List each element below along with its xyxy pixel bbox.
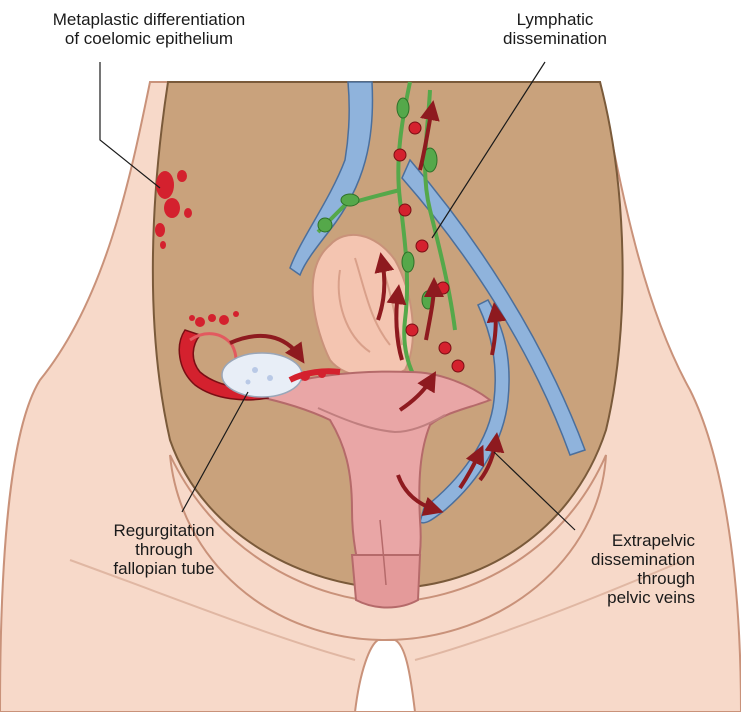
- label-regurgitation-line-1: Regurgitation: [94, 521, 234, 540]
- label-extrapelvic-line-4: pelvic veins: [520, 588, 695, 607]
- label-metaplastic-line-1: Metaplastic differentiation: [8, 10, 290, 29]
- label-regurgitation: Regurgitation through fallopian tube: [94, 521, 234, 578]
- label-lymphatic-line-2: dissemination: [480, 29, 630, 48]
- label-metaplastic-line-2: of coelomic epithelium: [8, 29, 290, 48]
- label-extrapelvic-line-3: through: [520, 569, 695, 588]
- label-lymphatic-line-1: Lymphatic: [480, 10, 630, 29]
- label-metaplastic: Metaplastic differentiation of coelomic …: [8, 10, 290, 48]
- label-extrapelvic-line-2: dissemination: [520, 550, 695, 569]
- label-extrapelvic-line-1: Extrapelvic: [520, 531, 695, 550]
- label-lymphatic: Lymphatic dissemination: [480, 10, 630, 48]
- label-extrapelvic: Extrapelvic dissemination through pelvic…: [520, 531, 695, 607]
- label-regurgitation-line-3: fallopian tube: [94, 559, 234, 578]
- label-regurgitation-line-2: through: [94, 540, 234, 559]
